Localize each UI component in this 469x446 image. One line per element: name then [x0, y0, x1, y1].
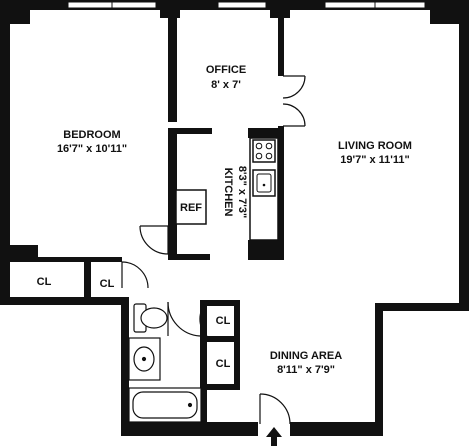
- bedroom-name: BEDROOM: [63, 129, 120, 141]
- wall-closet-lower-right: [234, 342, 240, 390]
- wall-right: [459, 0, 469, 311]
- wall-bedroom-kitchen: [168, 134, 177, 226]
- pier-top-mid-right: [270, 0, 290, 18]
- wall-bottom-right: [375, 303, 469, 311]
- hall-closet-label: CL: [100, 278, 115, 290]
- bedroom-size: 16'7" x 10'11": [57, 143, 127, 155]
- office-size: 8' x 7': [211, 79, 241, 91]
- office-name: OFFICE: [206, 64, 246, 76]
- kitchen-name: KITCHEN: [222, 168, 234, 217]
- closet-upper-label: CL: [216, 315, 231, 327]
- living-room-name: LIVING ROOM: [338, 140, 412, 152]
- counter-top-end: [248, 128, 278, 138]
- wall-kitchen-living: [278, 126, 284, 260]
- windows: [67, 1, 426, 9]
- hall-closet-door: [121, 261, 149, 289]
- wall-closet-divider: [84, 257, 91, 302]
- entry-door: [259, 393, 291, 425]
- wall-bottom-bath: [121, 422, 258, 436]
- bathtub-icon: [128, 387, 202, 423]
- window-office: [217, 1, 267, 9]
- bedroom-door: [139, 225, 169, 255]
- wall-office-living-upper: [278, 10, 284, 76]
- closet-upper-door: [199, 301, 208, 337]
- wall-bath-right: [200, 300, 207, 422]
- pier-bedroom-bottom: [10, 245, 38, 259]
- interior-walls: [10, 10, 284, 422]
- labels: BEDROOM 16'7" x 10'11" OFFICE 8' x 7' LI…: [37, 64, 412, 376]
- wall-dining-right: [375, 303, 383, 433]
- wall-left: [0, 0, 10, 305]
- pier-top-left: [0, 0, 30, 24]
- wall-bottom-left: [0, 297, 126, 305]
- wall-kitchen-bottom: [168, 254, 210, 260]
- wall-closet-upper-right: [234, 300, 240, 342]
- wall-closet-lower-bottom: [200, 384, 240, 390]
- bedroom-closet-label: CL: [37, 276, 52, 288]
- wall-bath-left: [121, 297, 129, 436]
- closet-lower-label: CL: [216, 358, 231, 370]
- toilet-icon: [133, 303, 168, 333]
- office-double-door: [282, 75, 306, 127]
- kitchen-size: 8'3" x 7'3": [236, 166, 248, 218]
- refrigerator-icon: [175, 189, 207, 225]
- bathroom-fixtures: [128, 303, 202, 423]
- stove-icon: [252, 139, 276, 163]
- wall-bedroom-office: [168, 10, 177, 122]
- wall-bedroom-closet: [10, 257, 86, 262]
- wall-hall-closet-top: [84, 257, 122, 262]
- kitchen-fixtures: [175, 137, 279, 241]
- living-room-size: 19'7" x 11'11": [340, 154, 410, 166]
- wall-office-kitchen: [168, 128, 212, 134]
- pier-top-right: [430, 0, 469, 24]
- wall-bottom-dining: [290, 422, 383, 436]
- wall-closet-upper-top: [200, 300, 240, 306]
- refrigerator-label: REF: [180, 202, 202, 214]
- entry-arrow-icon: [266, 427, 282, 446]
- wall-closets-divider: [200, 336, 240, 342]
- bathroom-sink-icon: [128, 337, 161, 381]
- wall-ref-lower: [168, 218, 177, 260]
- doors: [121, 75, 306, 425]
- dining-area-name: DINING AREA: [270, 350, 342, 362]
- dining-area-size: 8'11" x 7'9": [277, 364, 335, 376]
- bathroom-door: [167, 301, 201, 337]
- counter-bottom-end: [248, 240, 284, 260]
